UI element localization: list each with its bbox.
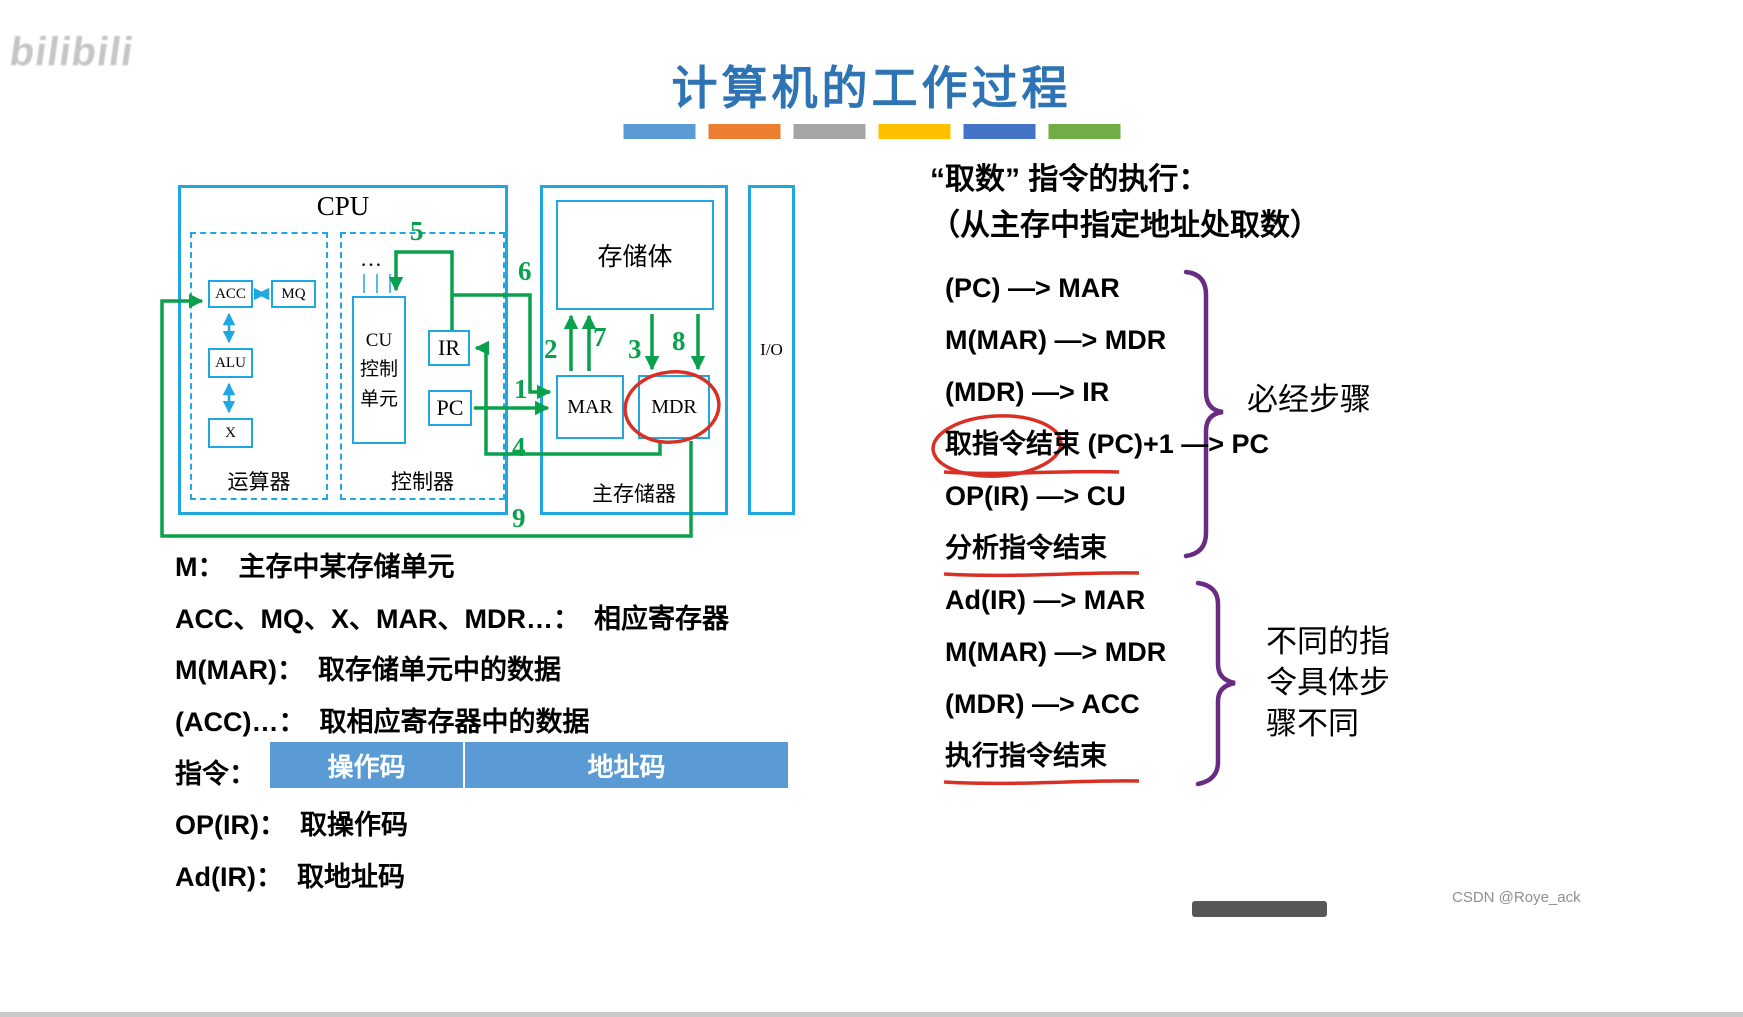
flow-number-6: 6 [518, 256, 532, 286]
step-line: 执行指令结束 [945, 741, 1107, 771]
flow-number-4: 4 [512, 432, 526, 462]
brace-label-line: 不同的指 [1266, 624, 1390, 659]
legend-row: M： 主存中某存储单元 [175, 545, 455, 584]
legend-row: Ad(IR)： 取地址码 [175, 855, 405, 894]
slide-title: 计算机的工作过程 [671, 62, 1072, 114]
instruction-label: 指令： [175, 759, 256, 789]
legend-term: (ACC)…： [175, 707, 306, 737]
step-line: (PC) —> MAR [945, 273, 1120, 303]
brace-label-required: 必经步骤 [1247, 382, 1371, 417]
cpu-label: CPU [316, 191, 370, 221]
legend-desc: 取相应寄存器中的数据 [319, 707, 590, 737]
flow-number-3: 3 [628, 334, 642, 364]
legend-row: M(MAR)： 取存储单元中的数据 [175, 648, 561, 687]
brace-label-line: 骤不同 [1266, 705, 1359, 741]
cu-line: CU [365, 329, 393, 351]
mar-register: MAR [556, 375, 624, 439]
flow-number-1: 1 [514, 374, 528, 404]
divider-bar [708, 124, 780, 139]
divider-bar [1048, 124, 1120, 139]
flow-number-9: 9 [512, 503, 526, 533]
divider-bar [623, 124, 695, 139]
flow-number-8: 8 [672, 326, 686, 356]
legend-desc: 相应寄存器 [593, 604, 729, 634]
acc-register: ACC [208, 280, 253, 308]
instruction-format-table: 操作码 地址码 [270, 742, 790, 788]
x-register: X [208, 418, 253, 448]
ir-register: IR [428, 330, 470, 366]
cu-line: 单元 [359, 388, 398, 410]
step-line: (MDR) —> IR [945, 377, 1110, 407]
right-panel-heading: “取数” 指令的执行： [930, 163, 1209, 196]
step-line: 取指令结束 (PC)+1 —> PC [945, 429, 1270, 459]
step-line: M(MAR) —> MDR [945, 325, 1167, 355]
brace-label-specific: 不同的指 令具体步 骤不同 [1266, 622, 1390, 745]
micro-signal-dots: … [360, 246, 382, 271]
right-panel-subheading: （从主存中指定地址处取数） [930, 209, 1320, 242]
legend-desc: 主存中某存储单元 [238, 552, 455, 582]
legend-term: Ad(IR)： [175, 862, 283, 892]
csdn-watermark: CSDN @Roye_ack [1452, 889, 1581, 906]
arithmetic-unit-label: 运算器 [227, 470, 291, 494]
divider-bar [963, 124, 1035, 139]
bottom-strip [0, 1012, 1743, 1017]
step-line: OP(IR) —> CU [945, 481, 1126, 511]
main-memory-label: 主存储器 [592, 482, 676, 506]
legend-term: ACC、MQ、X、MAR、MDR…： [175, 604, 580, 634]
flow-number-2: 2 [544, 334, 558, 364]
legend-term: OP(IR)： [175, 810, 286, 840]
control-unit-label: 控制器 [391, 470, 454, 494]
pc-register: PC [428, 390, 472, 426]
legend-row: OP(IR)： 取操作码 [175, 803, 408, 842]
legend-desc: 取存储单元中的数据 [317, 655, 561, 685]
legend-row: ACC、MQ、X、MAR、MDR…： 相应寄存器 [175, 597, 729, 636]
brace-label-line: 令具体步 [1266, 664, 1390, 700]
step-line: 分析指令结束 [945, 533, 1107, 563]
io-box: I/O [748, 185, 795, 515]
cu-box: CU 控制 单元 [352, 296, 406, 444]
legend-desc: 取操作码 [300, 810, 408, 840]
flow-number-7: 7 [593, 322, 607, 352]
memory-body-box: 存储体 [556, 200, 714, 310]
step-line: Ad(IR) —> MAR [945, 585, 1146, 615]
title-divider [623, 124, 1120, 139]
divider-bar [878, 124, 950, 139]
legend-desc: 取地址码 [296, 862, 405, 892]
divider-bar [793, 124, 865, 139]
legend-row: (ACC)…： 取相应寄存器中的数据 [175, 700, 589, 739]
overlay-artifact [1192, 901, 1327, 917]
execution-steps: (PC) —> MAR M(MAR) —> MDR (MDR) —> IR 取指… [945, 262, 1269, 782]
flow-number-5: 5 [410, 216, 424, 246]
opcode-cell: 操作码 [270, 742, 465, 788]
step-line: (MDR) —> ACC [945, 689, 1140, 719]
step-line: M(MAR) —> MDR [945, 637, 1167, 667]
mq-register: MQ [271, 280, 316, 308]
legend-term: M(MAR)： [175, 655, 304, 685]
legend-term: M： [175, 552, 225, 582]
address-code-cell: 地址码 [465, 742, 788, 788]
alu-box: ALU [208, 348, 253, 378]
cu-line: 控制 [359, 359, 398, 381]
mdr-register: MDR [638, 375, 710, 439]
